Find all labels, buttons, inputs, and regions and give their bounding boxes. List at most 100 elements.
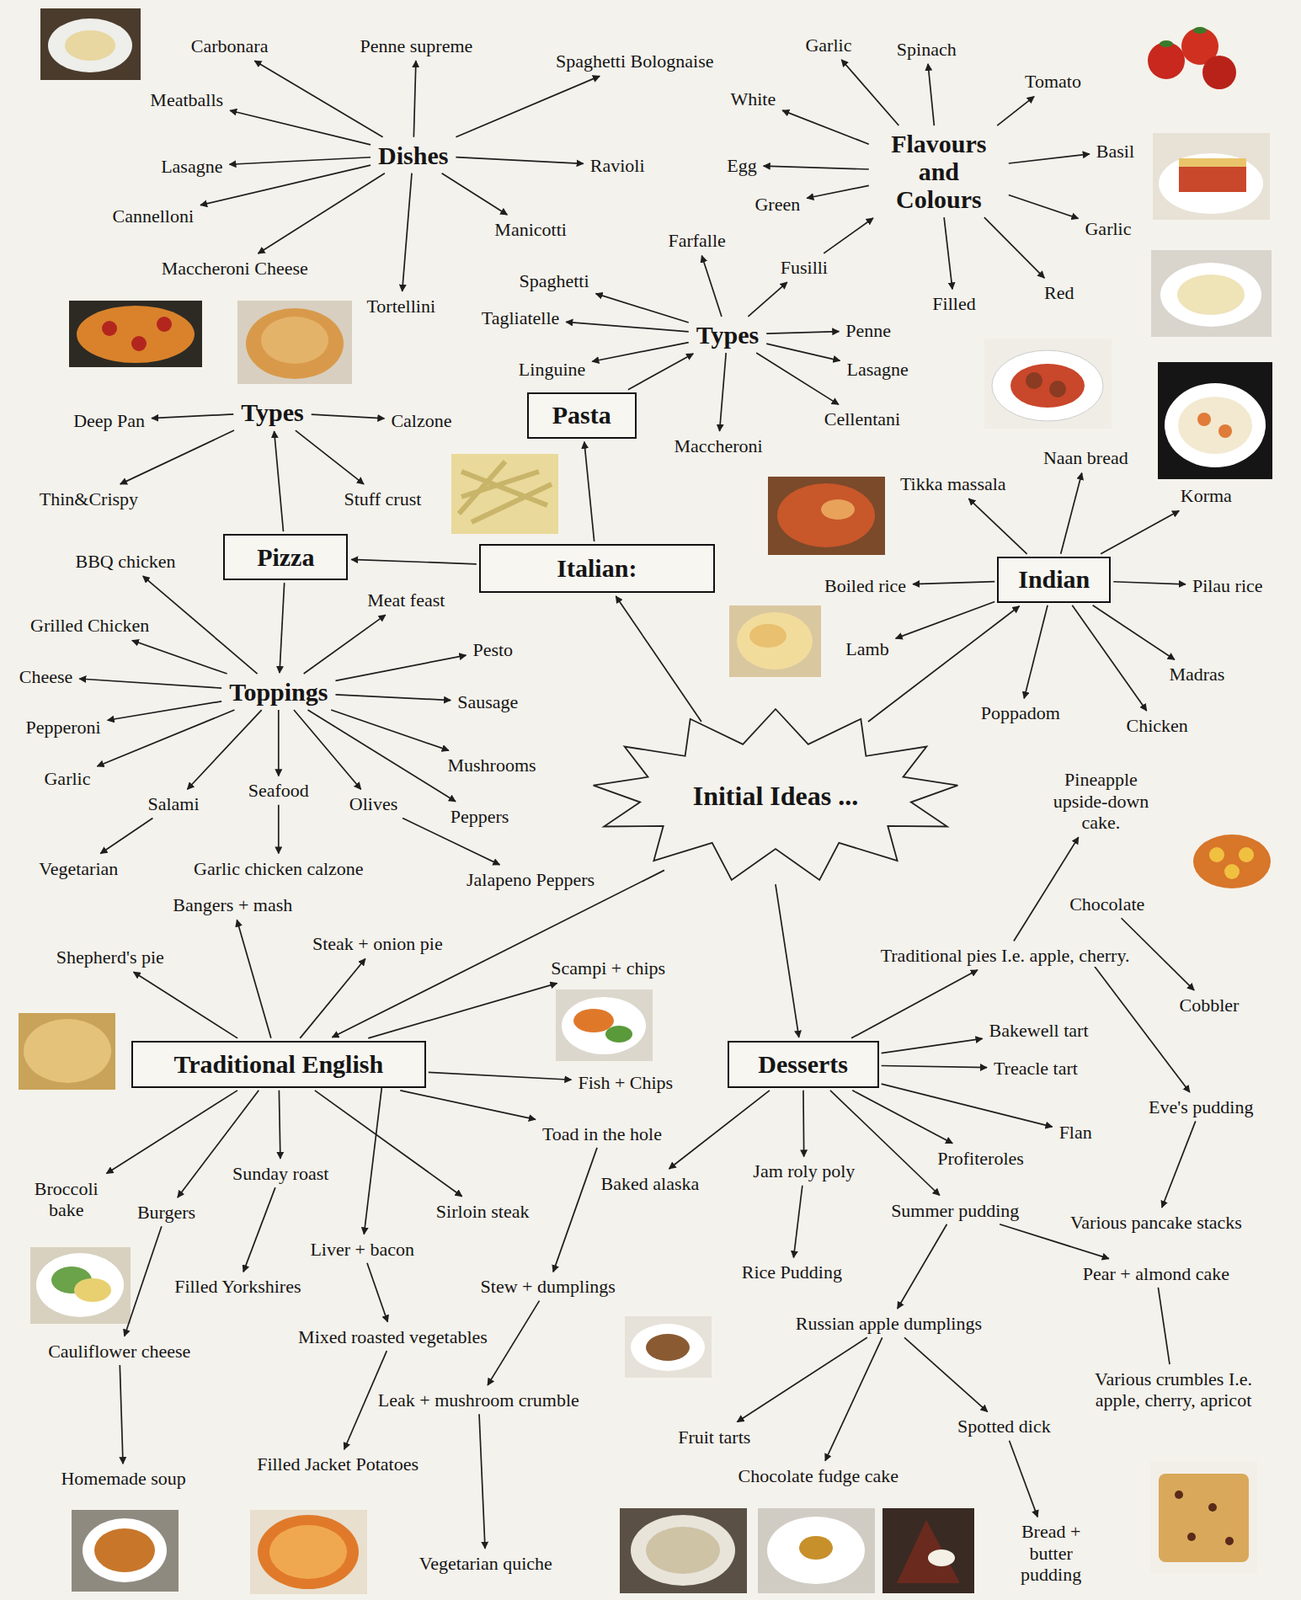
connector-arrow: [628, 353, 694, 390]
node-text: Filled: [932, 293, 976, 315]
node-text: Profiteroles: [937, 1147, 1024, 1169]
node-text: Various pancake stacks: [1070, 1211, 1243, 1233]
node-text: Manicotti: [494, 218, 567, 240]
idea-label: Lasagne: [157, 154, 226, 178]
connector-arrow: [274, 431, 284, 532]
idea-label: Calzone: [387, 409, 455, 432]
idea-label: Spinach: [893, 37, 960, 61]
node-text: Vegetarian quiche: [419, 1552, 553, 1574]
photo-ground: [1152, 133, 1270, 220]
node-text: Egg: [726, 154, 757, 176]
connector-arrow: [119, 1364, 123, 1464]
node-text: Garlic: [1084, 218, 1131, 240]
hub-label: Types: [235, 396, 309, 428]
node-text: Liver + bacon: [309, 1238, 415, 1260]
connector-arrow: [766, 331, 839, 334]
connector-arrow: [279, 582, 285, 673]
food-photo: [882, 1508, 975, 1594]
photo-food: [1225, 1536, 1234, 1546]
idea-label: Fish + Chips: [574, 1071, 677, 1094]
connector-arrow: [881, 1083, 1053, 1127]
category-box: Indian: [997, 556, 1111, 603]
food-photo: [237, 300, 352, 384]
connector-arrow: [782, 110, 870, 144]
idea-label: Garlic: [1081, 217, 1135, 240]
photo-food: [927, 1549, 955, 1567]
idea-label: Chocolate fudge cake: [735, 1464, 903, 1488]
node-text: Olives: [349, 793, 398, 815]
node-text: Steak + onion pie: [312, 933, 443, 955]
idea-label: Madras: [1165, 662, 1228, 686]
node-text: Maccheroni Cheese: [161, 257, 309, 279]
node-text: Treacle tart: [993, 1057, 1078, 1079]
idea-label: Vegetarian: [35, 857, 122, 880]
connector-arrow: [841, 59, 899, 126]
photo-food: [1010, 363, 1085, 408]
node-text: Pesto: [472, 639, 513, 661]
node-text: Maccheroni: [674, 435, 763, 457]
photo-plate: [630, 1514, 736, 1586]
photo-plate: [1158, 153, 1264, 214]
idea-label: Chicken: [1122, 714, 1191, 737]
connector-arrow: [120, 430, 235, 485]
idea-label: Garlic: [40, 767, 94, 790]
photo-ground: [451, 453, 559, 534]
connector-arrow: [455, 157, 583, 165]
connector-arrow: [596, 293, 689, 323]
connector-arrow: [311, 414, 385, 419]
connector-arrow: [763, 165, 870, 170]
connector-arrow: [100, 818, 153, 854]
food-photo: [757, 1508, 875, 1594]
node-text: Tortellini: [366, 295, 436, 317]
connector-arrow: [851, 970, 978, 1039]
connector-arrow: [132, 639, 228, 674]
connector-arrow: [442, 173, 508, 215]
connector-arrow: [881, 1065, 987, 1067]
photo-food: [1209, 847, 1225, 863]
node-text: Lamb: [845, 638, 889, 660]
connector-arrow: [335, 694, 451, 701]
idea-label: Tikka massala: [896, 472, 1010, 496]
connector-arrow: [565, 321, 688, 331]
photo-food: [645, 1526, 720, 1574]
idea-label: Summer pudding: [887, 1199, 1023, 1222]
category-box: Desserts: [727, 1040, 880, 1088]
connector-arrow: [402, 173, 412, 292]
connector-arrow: [413, 60, 416, 138]
food-photo: [30, 1247, 131, 1324]
photo-food: [1208, 1503, 1217, 1512]
idea-label: Meatballs: [146, 88, 227, 112]
idea-label: Stuff crust: [340, 487, 425, 511]
connector-arrow: [968, 498, 1027, 555]
photo-food: [821, 499, 855, 520]
connector-arrow: [881, 1038, 983, 1053]
category-box: Italian:: [479, 543, 715, 593]
photo-food: [64, 30, 116, 61]
photo-food: [1049, 380, 1067, 398]
connector-arrow: [277, 709, 280, 776]
connector-arrow: [133, 971, 238, 1039]
node-text: Cauliflower cheese: [47, 1340, 191, 1362]
node-text: Fish + Chips: [577, 1071, 673, 1094]
node-text: Initial Ideas ...: [693, 780, 859, 812]
idea-label: Pear + almond cake: [1079, 1262, 1233, 1286]
node-text: Filled Yorkshires: [174, 1275, 301, 1297]
node-text: Sunday roast: [232, 1162, 329, 1184]
connector-arrow: [904, 1337, 988, 1412]
node-text: Penne: [845, 319, 891, 342]
food-photo: [1150, 1460, 1258, 1573]
hub-label: Flavours and Colours: [871, 127, 1007, 215]
idea-label: Jalapeno Peppers: [463, 868, 598, 891]
connector-arrow: [455, 75, 600, 137]
food-photo: [71, 1509, 179, 1592]
photo-ground: [757, 1508, 875, 1594]
node-text: Rice Pudding: [741, 1261, 843, 1283]
node-text: Tagliatelle: [481, 307, 560, 329]
category-box: Traditional English: [131, 1040, 427, 1088]
node-text: Stuff crust: [343, 488, 422, 510]
photo-food: [94, 1528, 155, 1573]
node-text: Meat feast: [367, 589, 445, 611]
idea-label: Red: [1040, 281, 1078, 304]
idea-label: Linguine: [515, 357, 589, 381]
connector-arrow: [143, 575, 258, 674]
